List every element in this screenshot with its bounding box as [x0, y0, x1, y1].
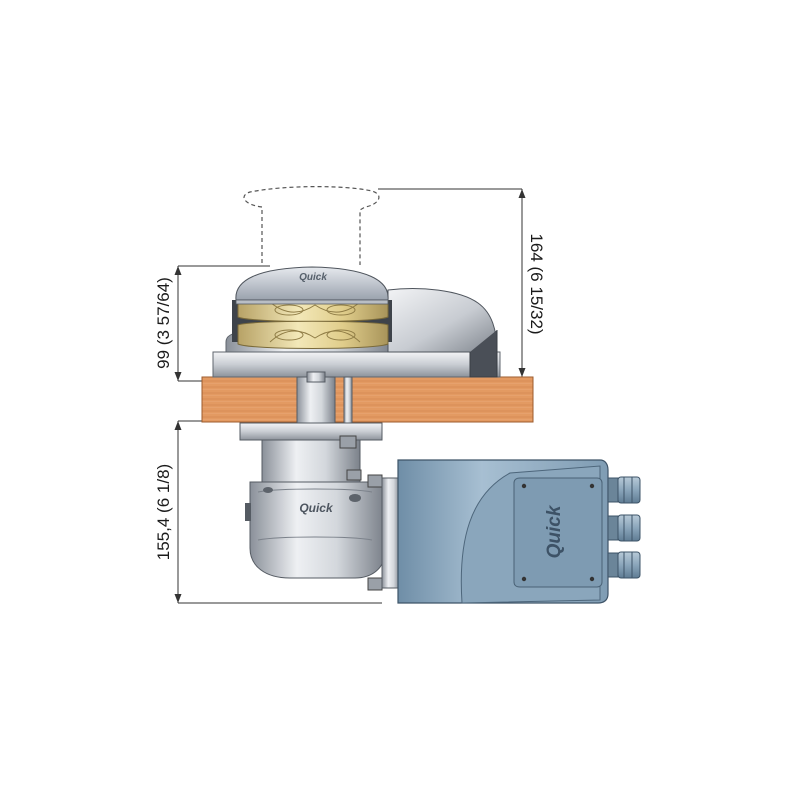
- optional-capstan-outline: [243, 186, 380, 265]
- dimension-arrowheads: [174, 189, 526, 603]
- dimension-lines: [177, 188, 523, 604]
- deck-plate: [201, 376, 534, 423]
- top-cap-logo: Quick: [299, 272, 327, 283]
- drive-shaft: [296, 371, 353, 426]
- cable-gland-top: [607, 476, 641, 504]
- motor-logo: Quick: [544, 504, 565, 558]
- gypsy-lower: [237, 320, 389, 349]
- gearbox-logo: Quick: [299, 501, 334, 515]
- chain-cover: [387, 288, 498, 353]
- dimension-total-height: 164 (6 15/32): [527, 233, 546, 334]
- motor-cover-plate: [513, 477, 603, 588]
- dimension-above-deck: 99 (3 57/64): [154, 277, 173, 369]
- cable-gland-middle: [607, 514, 641, 542]
- dimension-below-deck: 155,4 (6 1/8): [154, 464, 173, 560]
- cable-glands: [607, 476, 641, 579]
- electric-motor: Quick: [381, 459, 609, 604]
- top-cap: [235, 266, 389, 301]
- gearbox: Quick: [239, 422, 385, 591]
- cable-gland-bottom: [607, 551, 641, 579]
- windlass-upper-unit: Quick: [212, 266, 501, 378]
